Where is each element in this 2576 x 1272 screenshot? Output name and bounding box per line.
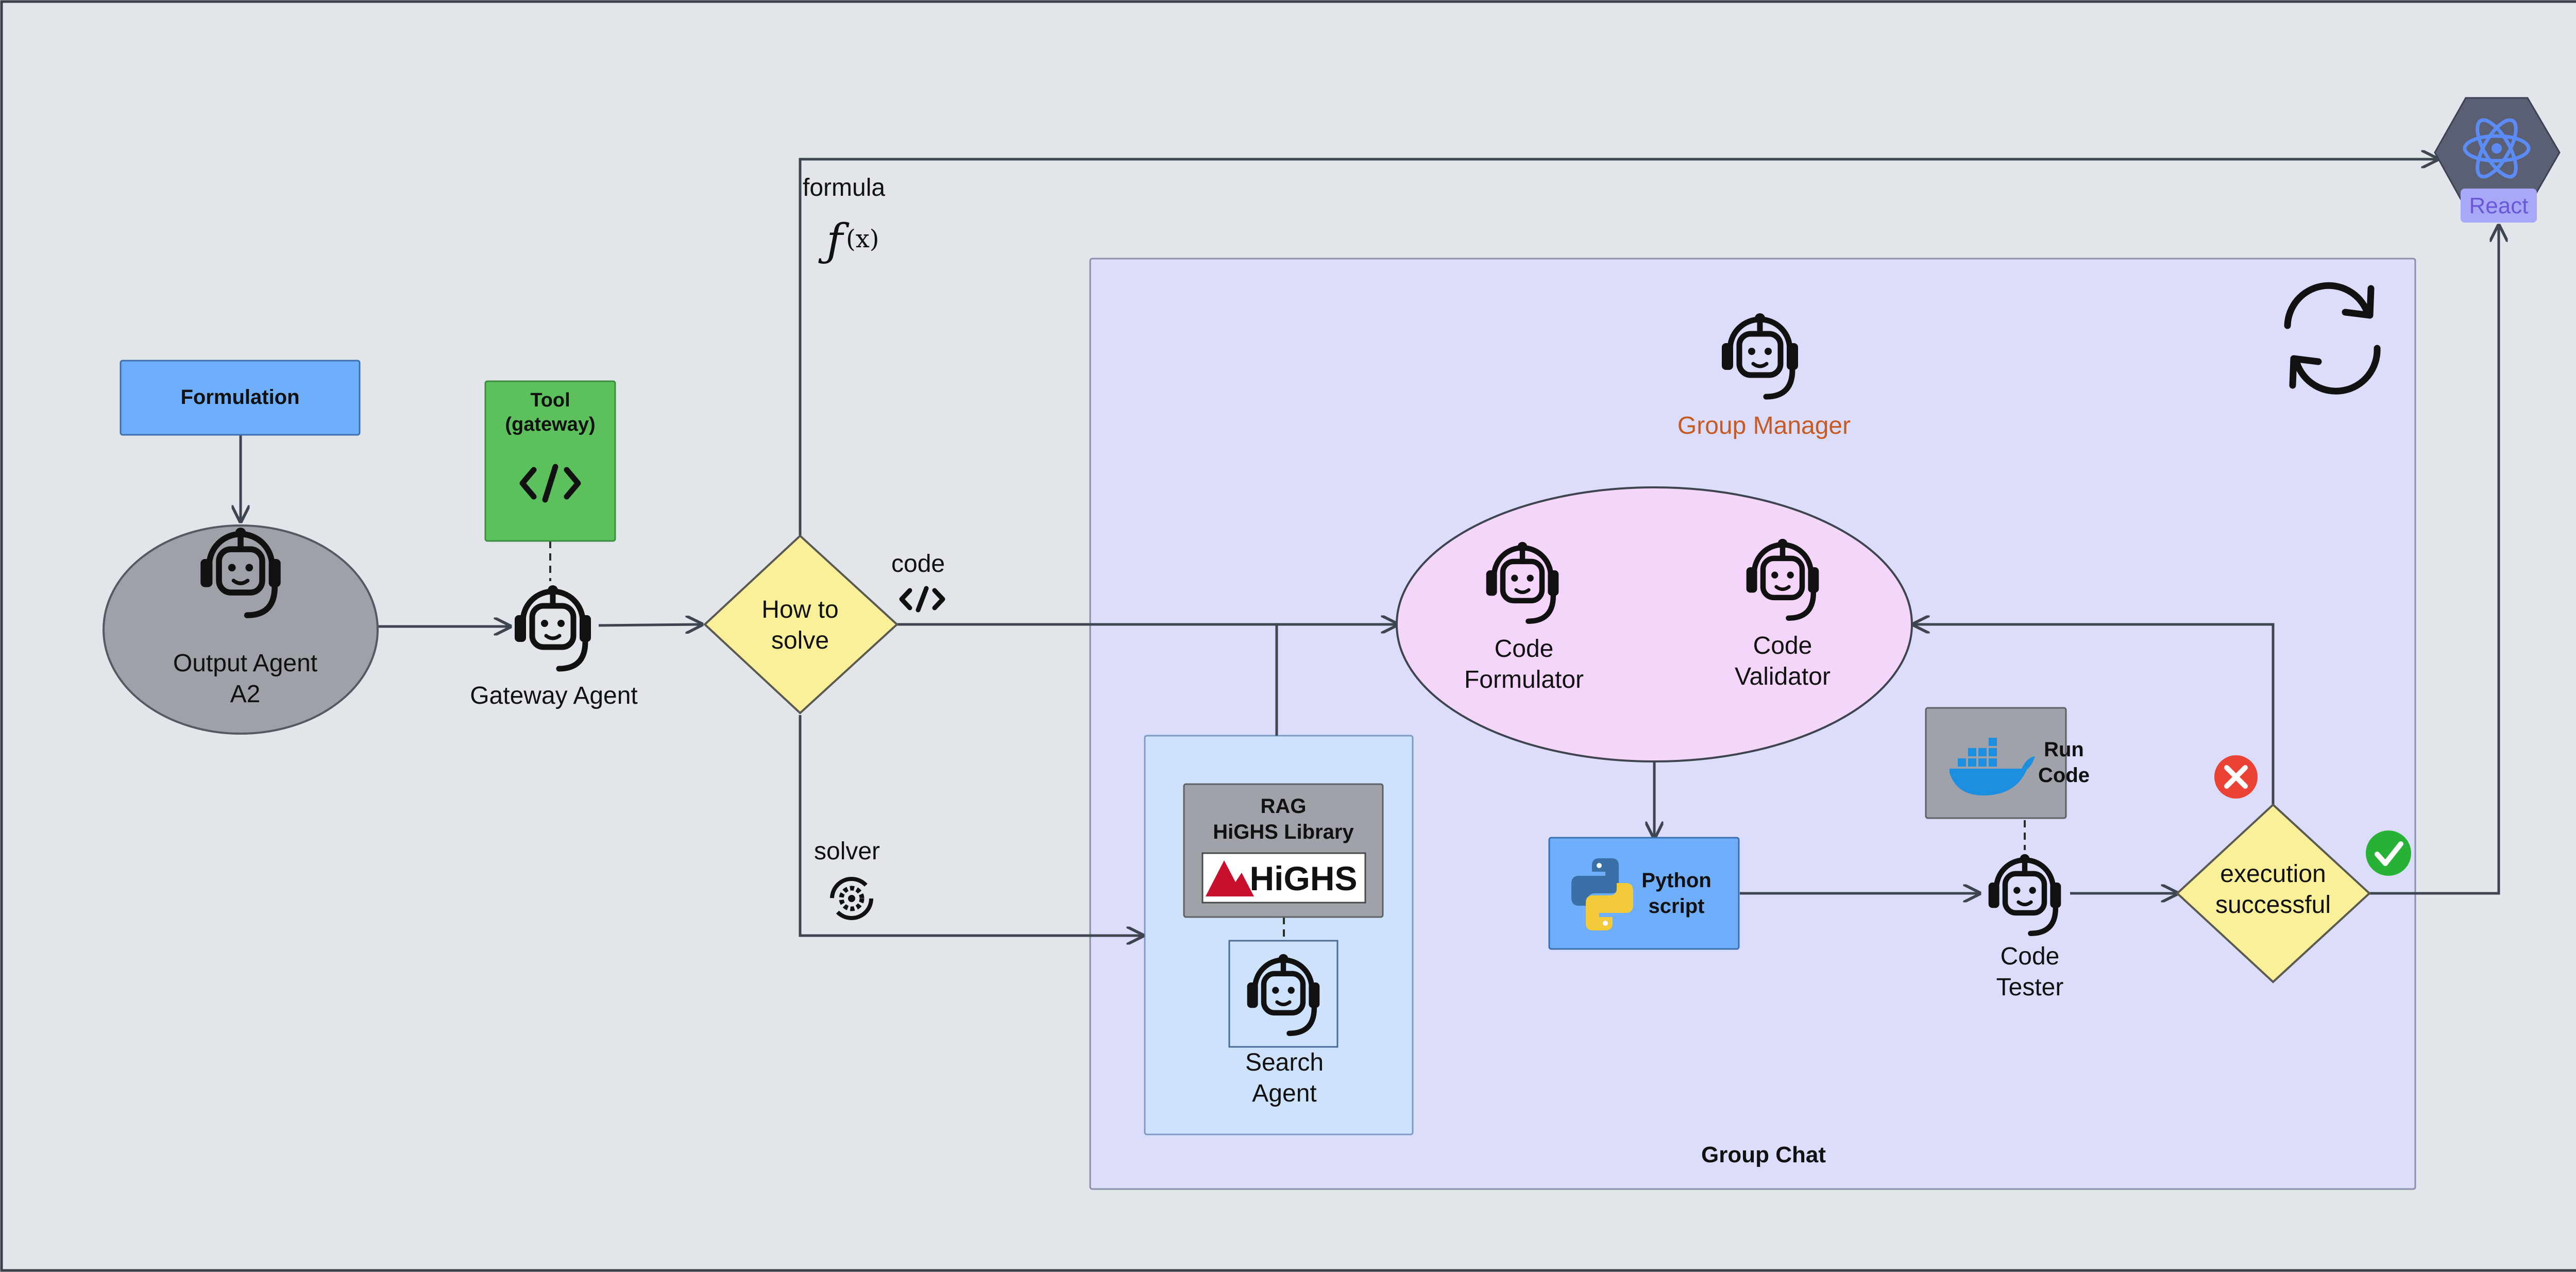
- tool-label-line1: Tool: [530, 389, 570, 411]
- formulation-label: Formulation: [180, 386, 299, 409]
- docker-whale-icon: [1950, 738, 2035, 795]
- formulation-box: Formulation: [120, 360, 361, 436]
- python-script-box: Python script: [1548, 837, 1740, 950]
- group-manager-node: Group Manager: [1677, 313, 1851, 439]
- solver-edge-label: solver: [814, 838, 880, 865]
- group-manager-label: Group Manager: [1677, 412, 1851, 439]
- code-tester-label-line2: Tester: [1996, 974, 2064, 1001]
- execution-label-line1: execution: [2220, 860, 2326, 888]
- tool-gateway-box: Tool (gateway): [484, 380, 616, 542]
- rag-label-line1: RAG: [1261, 795, 1307, 818]
- red-x-icon: [2214, 755, 2258, 799]
- green-check-icon: [2366, 830, 2411, 876]
- group-chat-title: Group Chat: [1701, 1142, 1826, 1167]
- formula-edge-label: formula: [803, 174, 885, 201]
- how-to-solve-decision: How to solve: [703, 534, 899, 715]
- refresh-cycle-icon: [2284, 282, 2381, 395]
- react-label: React: [2469, 193, 2529, 218]
- run-code-label-line2: Code: [2038, 764, 2090, 787]
- python-script-label-line2: script: [1649, 895, 1705, 918]
- python-script-label-line1: Python: [1641, 869, 1711, 892]
- gateway-agent-label: Gateway Agent: [470, 682, 638, 709]
- edge-formula-to-react: [799, 159, 2437, 536]
- highs-logo-text: HiGHS: [1249, 859, 1357, 897]
- python-logo-icon: [1571, 858, 1633, 930]
- svg-text:(x): (x): [846, 225, 879, 253]
- edge-retry-to-ellipse: [1913, 624, 2275, 805]
- edge-solver-to-search: [799, 715, 1143, 936]
- search-agent-label-line2: Agent: [1252, 1080, 1316, 1107]
- code-validator-label-line1: Code: [1753, 632, 1812, 659]
- how-to-solve-label-line2: solve: [771, 627, 829, 654]
- code-tester-label-line1: Code: [2001, 943, 2060, 970]
- code-brackets-icon: [519, 464, 581, 503]
- highs-logo-icon: [1206, 860, 1254, 896]
- execution-successful-decision: execution successful: [2176, 803, 2371, 983]
- edge-success-to-react: [2369, 226, 2499, 895]
- react-node: React: [2434, 97, 2561, 223]
- execution-label-line2: successful: [2215, 891, 2331, 919]
- rag-label-line2: HiGHS Library: [1213, 821, 1354, 843]
- output-agent-label-line2: A2: [230, 681, 261, 708]
- output-agent-label-line1: Output Agent: [173, 650, 317, 677]
- code-edge-label: code: [891, 550, 945, 578]
- gateway-agent-node: Gateway Agent: [470, 585, 638, 709]
- run-code-label-line1: Run: [2044, 738, 2084, 761]
- code-validator-label-line2: Validator: [1735, 663, 1831, 690]
- how-to-solve-label-line1: How to: [761, 596, 838, 623]
- code-icon: [899, 586, 945, 613]
- code-formulator-label-line2: Formulator: [1464, 666, 1584, 693]
- run-code-box: Run Code: [1925, 707, 2090, 819]
- search-agent-label-line1: Search: [1245, 1049, 1324, 1076]
- gear-cycle-icon: [830, 877, 873, 920]
- edge-gateway-to-how-to-solve: [598, 624, 702, 625]
- rag-highs-box: RAG HiGHS Library HiGHS: [1183, 783, 1384, 918]
- react-atom-icon: [2463, 118, 2531, 179]
- search-agent-node: Search Agent: [1228, 940, 1338, 1107]
- code-formulator-label-line1: Code: [1495, 635, 1554, 663]
- code-tester-node: Code Tester: [1989, 854, 2064, 1001]
- code-team-ellipse: Code Formulator Code Validator: [1396, 486, 1913, 762]
- output-agent-node: Output Agent A2: [103, 524, 379, 735]
- tool-label-line2: (gateway): [505, 414, 595, 435]
